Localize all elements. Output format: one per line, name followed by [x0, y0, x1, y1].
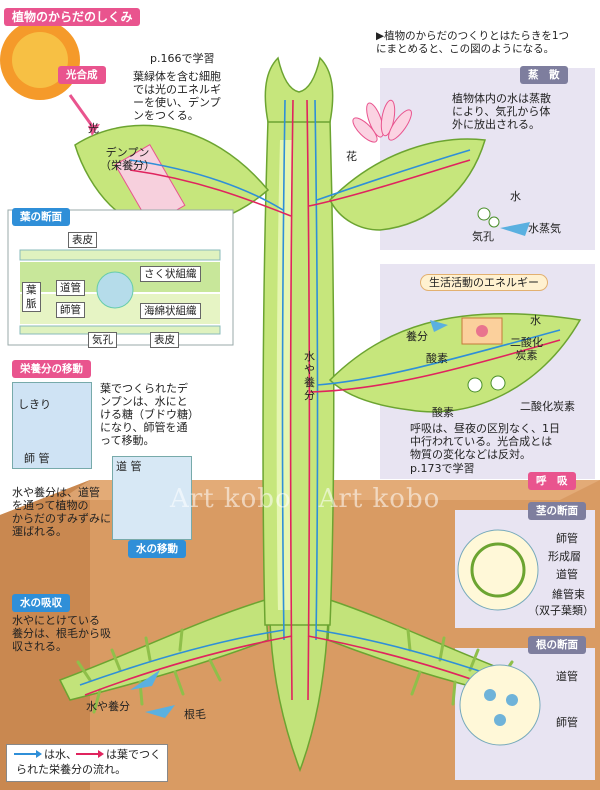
legend [6, 744, 168, 782]
light-arrow-head [88, 124, 100, 136]
photosynthesis-tag: 光合成 [58, 66, 106, 84]
epidermis-top-label: 表皮 [68, 232, 97, 248]
leaf-transpiration [329, 138, 486, 231]
legend-water-text: は水、 [44, 748, 77, 761]
stoma-label-leaf: 気孔 [88, 332, 117, 348]
photosynthesis-ref: p.166で学習 [150, 52, 215, 65]
dicot-label: （双子葉類） [528, 604, 594, 617]
co2-label-a: 二酸化 炭素 [510, 336, 543, 362]
root-hairs [76, 628, 514, 714]
respiration-desc: 呼吸は、昼夜の区別なく、1日 中行われている。光合成とは 物質の変化などは反対。 [410, 422, 560, 461]
nutrient-move-tag: 栄養分の移動 [12, 360, 91, 378]
leaf-respiration [328, 313, 582, 413]
xylem-figure [112, 456, 192, 540]
phloem-label-stem: 師管 [556, 532, 578, 545]
phloem-label-leaf: 師管 [56, 302, 85, 318]
light-label: 光 [88, 122, 99, 135]
leaf-section-tag: 葉の断面 [12, 208, 70, 226]
transpiration-tag: 蒸 散 [520, 66, 568, 84]
water-flow-arrow-icon [14, 750, 42, 758]
nutrient-label: 養分 [406, 330, 428, 343]
nutrient-flow-arrow-icon [76, 750, 104, 758]
palisade-label: さく状組織 [140, 266, 201, 282]
stem-section-tag: 茎の断面 [528, 502, 586, 520]
xylem-label-move: 道 管 [116, 460, 142, 473]
water-label-energy: 水 [530, 314, 541, 327]
flower [352, 99, 412, 143]
xylem-label-root: 道管 [556, 670, 578, 683]
stomata-respiration [467, 375, 506, 393]
phloem-label-root: 師管 [556, 716, 578, 729]
respiration-tag: 呼 吸 [528, 472, 576, 490]
respiration-ref: p.173で学習 [410, 462, 475, 475]
cell-nucleus [476, 325, 488, 337]
co2-label-b: 二酸化炭素 [520, 400, 575, 413]
sun-core [12, 32, 68, 88]
page-title: 植物のからだのしくみ [4, 8, 141, 26]
oxygen-label-b: 酸素 [432, 406, 454, 419]
watermark: Art kobo Art kobo [170, 484, 441, 514]
spongy-label: 海綿状組織 [140, 303, 201, 319]
vein-label: 葉 脈 [22, 282, 41, 312]
xylem-label-leaf: 道管 [56, 280, 85, 296]
legend-nutrient-text: は葉でつく [106, 748, 161, 761]
water-label-top: 水 [510, 190, 521, 203]
flow-arrows [130, 222, 530, 718]
absorption-tag: 水の吸収 [12, 594, 70, 612]
cambium-label: 形成層 [548, 550, 581, 563]
sieve-label: しきり [18, 398, 51, 411]
phloem-figure [12, 382, 92, 469]
stoma-label-top: 気孔 [472, 230, 494, 243]
bundle-label: 維管束 [552, 588, 585, 601]
stem-label: 水 や 養 分 [304, 350, 315, 402]
water-move-desc: 水や養分は、道管 を通って植物の からだのすみずみに 運ばれる。 [12, 486, 111, 538]
oxygen-label-a: 酸素 [426, 352, 448, 365]
intro-text: ▶植物のからだのつくりとはたらきを1つ にまとめると、この図のようになる。 [376, 30, 570, 55]
photosynthesis-desc: 葉緑体を含む細胞 では光のエネルギ ーを使い、デンプ ンをつくる。 [133, 70, 221, 122]
flower-label: 花 [346, 150, 357, 163]
stem-cross-section [457, 529, 539, 611]
nutrient-move-desc: 葉でつくられたデ ンプンは、水にと ける糖（ブドウ糖） になり、師管を通 って移… [100, 382, 199, 447]
water-move-tag: 水の移動 [128, 540, 186, 558]
xylem-label-stem: 道管 [556, 568, 578, 581]
water-nutrient-label: 水や養分 [86, 700, 130, 713]
starch-label: デンプン （栄養分） [100, 146, 155, 172]
shoot-tip [264, 56, 334, 123]
legend-line2: られた栄養分の流れ。 [16, 763, 127, 776]
light-arrow [68, 94, 97, 131]
transpiration-desc: 植物体内の水は蒸散 により、気孔から体 外に放出される。 [452, 92, 551, 131]
stem-highlight [276, 140, 292, 610]
stem [262, 119, 335, 626]
phloem-label-move: 師 管 [24, 452, 50, 465]
stomata-transpiration [477, 207, 500, 228]
root-hair-label: 根毛 [184, 708, 206, 721]
root-cross-section [459, 664, 541, 746]
epidermis-bottom-label: 表皮 [150, 332, 179, 348]
absorption-desc: 水やにとけている 養分は、根毛から吸 収される。 [12, 614, 111, 653]
energy-header: 生活活動のエネルギー [420, 274, 548, 291]
vapor-label: 水蒸気 [528, 222, 561, 235]
root-section-tag: 根の断面 [528, 636, 586, 654]
